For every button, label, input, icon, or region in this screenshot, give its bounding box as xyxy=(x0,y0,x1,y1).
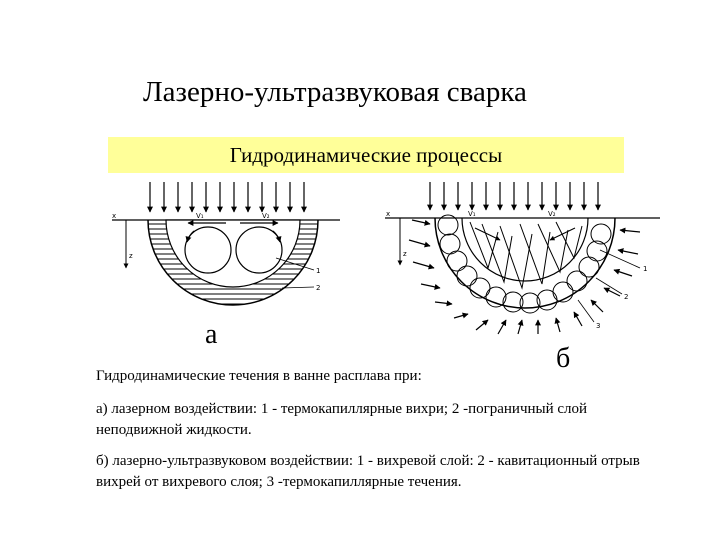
pool-outline-a xyxy=(147,219,319,306)
cavitation-jets-b xyxy=(469,221,583,290)
caption-item-a: а) лазерном воздействии: 1 - термокапилл… xyxy=(96,401,588,438)
callout-1-a: 1 xyxy=(316,267,320,275)
callout-3-b: 3 xyxy=(596,322,600,330)
ultrasound-arrows-b xyxy=(408,219,641,335)
figure-a-labels: x z V₁ V₂ 1 2 xyxy=(112,212,320,292)
figure-b-labels: x z V₁ V₂ 1 2 3 xyxy=(386,210,647,330)
velocity-label-right-b: V₂ xyxy=(548,210,556,218)
vortex-layer-b xyxy=(437,214,612,314)
x-axis-label-b: x xyxy=(386,210,390,218)
callout-2-a: 2 xyxy=(316,284,320,292)
slide-title: Лазерно-ультразвуковая сварка xyxy=(143,76,527,108)
callout-2-b: 2 xyxy=(624,293,628,301)
callout-1-b: 1 xyxy=(643,265,647,273)
figure-b-diagram: x z V₁ V₂ 1 2 3 xyxy=(385,182,660,335)
velocity-label-right-a: V₂ xyxy=(262,212,270,220)
callout-lines-a xyxy=(275,257,315,289)
z-axis-label-b: z xyxy=(403,250,407,258)
caption-heading: Гидродинамические течения в ванне распла… xyxy=(96,368,422,384)
figure-b-letter: б xyxy=(556,343,571,374)
z-axis-label-a: z xyxy=(129,252,133,260)
caption-item-b: б) лазерно-ультразвуковом воздействии: 1… xyxy=(96,453,640,490)
laser-arrows-b xyxy=(427,182,601,211)
figure-a-letter: а xyxy=(205,319,218,350)
pool-outline-b xyxy=(434,217,616,309)
figure-a-diagram: x z V₁ V₂ 1 2 xyxy=(112,182,340,306)
inner-melt-region-a xyxy=(165,219,301,288)
laser-arrows-a xyxy=(147,182,307,213)
x-axis-label-a: x xyxy=(112,212,116,220)
section-banner: Гидродинамические процессы xyxy=(108,137,624,173)
velocity-label-left-b: V₁ xyxy=(468,210,476,218)
thermocapillary-vortices-a xyxy=(184,220,283,274)
vortex-layer-inner-b xyxy=(461,217,589,282)
callout-lines-b xyxy=(577,249,641,323)
velocity-label-left-a: V₁ xyxy=(196,212,204,220)
